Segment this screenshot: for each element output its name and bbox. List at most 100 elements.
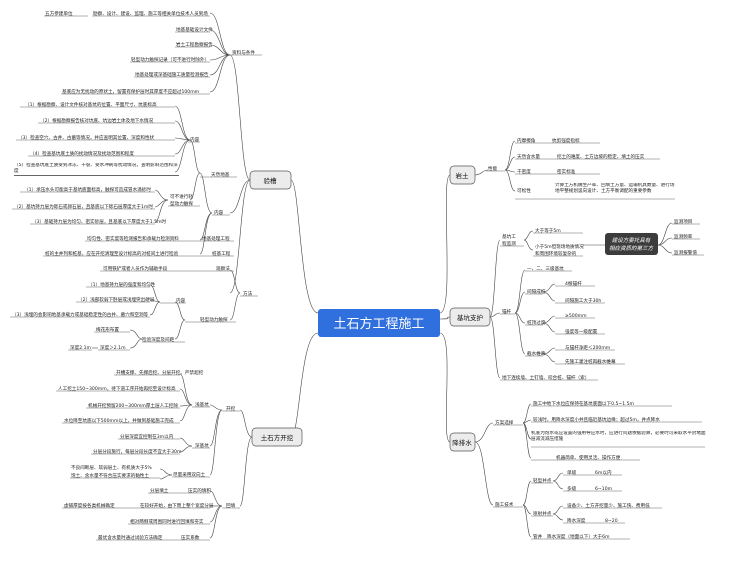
tianran-item: （2）根据勘察报告核对坑底、坑边岩土体及地下水情况: [40, 117, 154, 124]
maogan-item: 与锚杆净距＜200mm: [565, 344, 611, 351]
yantu-item-b: 挖土的难度、土方边坡的稳定、填土的压实: [557, 153, 645, 160]
branch-jiangshui-label: 降排水: [452, 438, 472, 447]
monitor-item: 监测频率: [674, 233, 693, 240]
branch-yantu[interactable]: 岩土: [449, 165, 476, 185]
dadian-label: 尽量采用双向土: [173, 471, 206, 478]
callout-line-2: 相应资质的第三方: [609, 245, 655, 252]
yantu-item-a: 内摩擦角: [517, 137, 536, 144]
shenji-item: 分层深度宜控制在3m以内: [120, 433, 174, 440]
jiance-item: 深度＞2.1m: [100, 344, 126, 351]
fangan-item: 和周围环境较复杂的: [535, 250, 577, 257]
monitor-item: 监测项目: [674, 218, 692, 225]
zhuangji-label: 桩基工程: [212, 250, 231, 257]
maogan-item: ≥500mm: [565, 313, 587, 319]
yantu-item-a: 天然含水量: [517, 153, 540, 160]
dijichuli-label: 地基处理工程: [202, 235, 230, 242]
tianran-label: 天然地基: [211, 171, 230, 178]
fangan-label-2: 程监测: [502, 240, 516, 247]
dadian-item: 饱土、含水量不符合压实要求的黏性土: [71, 472, 150, 479]
guancha-text: 可用铁铲或者人员作为辅助手段: [103, 265, 168, 272]
yantu-item-b: 密实标准: [557, 168, 576, 175]
xuanze-label: 方案选择: [495, 419, 514, 426]
ziliao-item: 地基基础设计文件: [176, 26, 213, 33]
ziliao-item: 轻型动力触探记录（可不进行时除外）: [131, 56, 209, 63]
fangan-label-1: 基坑工: [502, 233, 516, 240]
guanjing-item-b: 降水深度（地面以下）大于6m: [547, 533, 610, 540]
chutan-skip-label-2: 型动力触探: [170, 200, 193, 207]
central-topic-box: [318, 309, 440, 337]
chutan-label: 轻型动力触探: [200, 316, 228, 323]
tianran-item-wrap: （5）检查基坑底土质受到冰冻、干裂、受水冲刷等扰动情况，查明影响范围和深度: [14, 163, 179, 176]
group-yantu: 性能 内摩擦角 抗剪强度指标 天然含水量 挖土的难度、土方边坡的稳定、填土的压实…: [486, 137, 675, 200]
fangfa-label: 方法: [243, 290, 253, 297]
qianji-item: 人工挖土150~300mm，待下道工序开始再挖至设计标高: [58, 385, 176, 392]
qianji-item: 开槽支撑、先撑后挖、分层开挖、严禁超挖: [116, 369, 204, 376]
ziliao-item: 基底应为无扰动的原状土，留置有保护层时其厚度不应超过100mm: [62, 88, 200, 95]
yantu-item-b: 抗剪强度指标: [552, 137, 580, 144]
huitian-item-a: 最优含水量时通过试验方法确定: [98, 534, 163, 541]
xuanze-item: 机底为饱水或应设置的强用导应水时，应进行问题依据验算，必要时可采取水平封堵面层减…: [531, 431, 706, 442]
kaiwa-label: 开挖: [226, 405, 236, 412]
branch-yantu-box: [449, 165, 476, 185]
central-topic-label: 土石方工程施工: [333, 316, 424, 332]
branch-jiangshui[interactable]: 降排水: [449, 432, 476, 452]
fangan-item: 大于等于5m: [535, 227, 561, 234]
penshe-item-b: 8~20: [605, 518, 618, 524]
maogan-item: 强度等一级配置: [565, 328, 598, 335]
group-kaiwa: 开挖 浅基坑 开槽支撑、先撑后挖、分层开挖、严禁超挖 人工挖土150~300mm…: [56, 369, 240, 541]
branch-kaiwa[interactable]: 土石方开挖: [251, 427, 303, 447]
shenji-label: 深基坑: [195, 442, 209, 449]
qingxing-item-b: 6~10m: [595, 486, 613, 492]
maogan-sub: 间隔成桩: [527, 288, 546, 295]
huitian-item-a: 虚铺厚度按各类机械确定: [64, 502, 115, 509]
zhuangji-text: 桩的主并列和桩基，应在开挖清理至设计标高的对桩间土进行检验: [45, 250, 179, 257]
ziliao-item: 地基处理或深基础施工质量检测报告: [135, 71, 209, 78]
xuanze-item: 较浅时，用降水深度小并且临近基坑边缘；超过5m，井点降水: [533, 416, 660, 423]
yantu-item-a: 可松性: [517, 187, 531, 194]
tianran-item: （1）根据勘察、设计文件核对基坑的位置、平面尺寸、坑底标高: [25, 101, 157, 108]
qianji-item: 机械开挖预留200~300mm厚土层人工挖除: [88, 402, 178, 409]
group-zhihu: 基坑工 程监测 大于等于5m 小于5m但现场地质情况 和周围环境较复杂的 建设方…: [500, 218, 704, 381]
xuanze-item-wrap: 机底为饱水或应设置的强用导应水时，应进行问题依据验算，必要时可采取水平封堵面层减…: [531, 431, 706, 442]
qianji-item: 水位降至坑底以下500mm以上，并做到基础施工完成: [64, 417, 174, 424]
central-topic[interactable]: 土石方工程施工: [318, 309, 440, 337]
maogan-bottom: 地下连续墙、土钉墙、咬合桩、锚杆（索）: [502, 374, 589, 381]
chutan-skip-label-1: 可不进行轻: [170, 193, 193, 200]
group-ziliao: 资料与条件 五方参建单位 勘察、设计、建设、监理、施工等相关单位技术人员到场 地…: [44, 10, 262, 95]
branch-zhihu[interactable]: 基坑支护: [449, 307, 491, 327]
qingxing-item-b: 6m以内: [595, 469, 612, 476]
maogan-sub: 截水帷幕: [527, 350, 546, 357]
group-neirong: 内容 天然地基 内容 （1）根据勘察、设计文件核对基坑的位置、平面尺寸、坑底标高…: [12, 101, 237, 257]
maogan-sub: 桩顶过度: [527, 319, 546, 326]
branch-yancao-box: [249, 170, 292, 190]
chutan-skip-item: （3）基础持力层为均匀、密实砂层，且基底以下厚度大于1.5m时: [32, 218, 167, 225]
chutan-nr-label: 内容: [176, 297, 186, 304]
huitian-label: 回填: [226, 502, 236, 509]
jiance-label: 检验深度及间距: [142, 336, 175, 343]
branch-zhihu-label: 基坑支护: [457, 313, 483, 322]
penshe-label: 喷射井点: [533, 510, 552, 517]
penshe-item-a: 降水深度: [567, 517, 586, 524]
maogan-item: 4根锚杆: [565, 280, 582, 287]
chutan-nr-item: （3）浅埋的会影响地基承载力或基础稳定性的古井、墓穴和空洞等: [12, 311, 149, 318]
yantu-item-a: 干密度: [517, 168, 531, 175]
branch-kaiwa-box: [251, 427, 303, 447]
ziliao-label: 资料与条件: [232, 49, 255, 56]
branch-yantu-label: 岩土: [456, 171, 470, 180]
monitor-item: 监测报警值: [674, 249, 697, 256]
group-fangfa: 方法 可用铁铲或者人员作为辅助手段 观察法 轻型动力触探 内容 （1）地基持力层…: [10, 265, 258, 351]
qingxing-label: 轻型井点: [533, 477, 552, 484]
maogan-item: 间隔施工大于30h: [565, 297, 601, 304]
callout-box: [605, 233, 658, 255]
chutan-skip-item: （2）基坑持力层为砾石或卵石层，且基底以下砾石层厚度大于1m时: [14, 203, 153, 210]
ziliao-item: 岩土工程勘察报告: [176, 41, 213, 48]
branch-yancao[interactable]: 验槽: [249, 170, 292, 190]
chutan-skip-item: （1）承压水头可能高于基坑底面标高，触探可造成冒水涌砂时: [24, 186, 151, 193]
neirong-label: 内容: [214, 209, 224, 216]
xuanze-item: 机器简单、使用灵活、操作方便: [556, 454, 621, 461]
tianran-item: （5）检查基坑底土质受到冰冻、干裂、受水冲刷等扰动情况，查明影响范围和深度: [14, 163, 179, 176]
tianran-nr-label: 内容: [190, 136, 200, 143]
yantu-item-b: 计算土方机械生产率、回填土方量、运输机具数量、进行场地平整规划竖向设计、土方平衡…: [555, 183, 675, 194]
maogan-label: 锚杆: [502, 308, 512, 315]
jiance-item: 梅花形布置: [96, 326, 119, 333]
